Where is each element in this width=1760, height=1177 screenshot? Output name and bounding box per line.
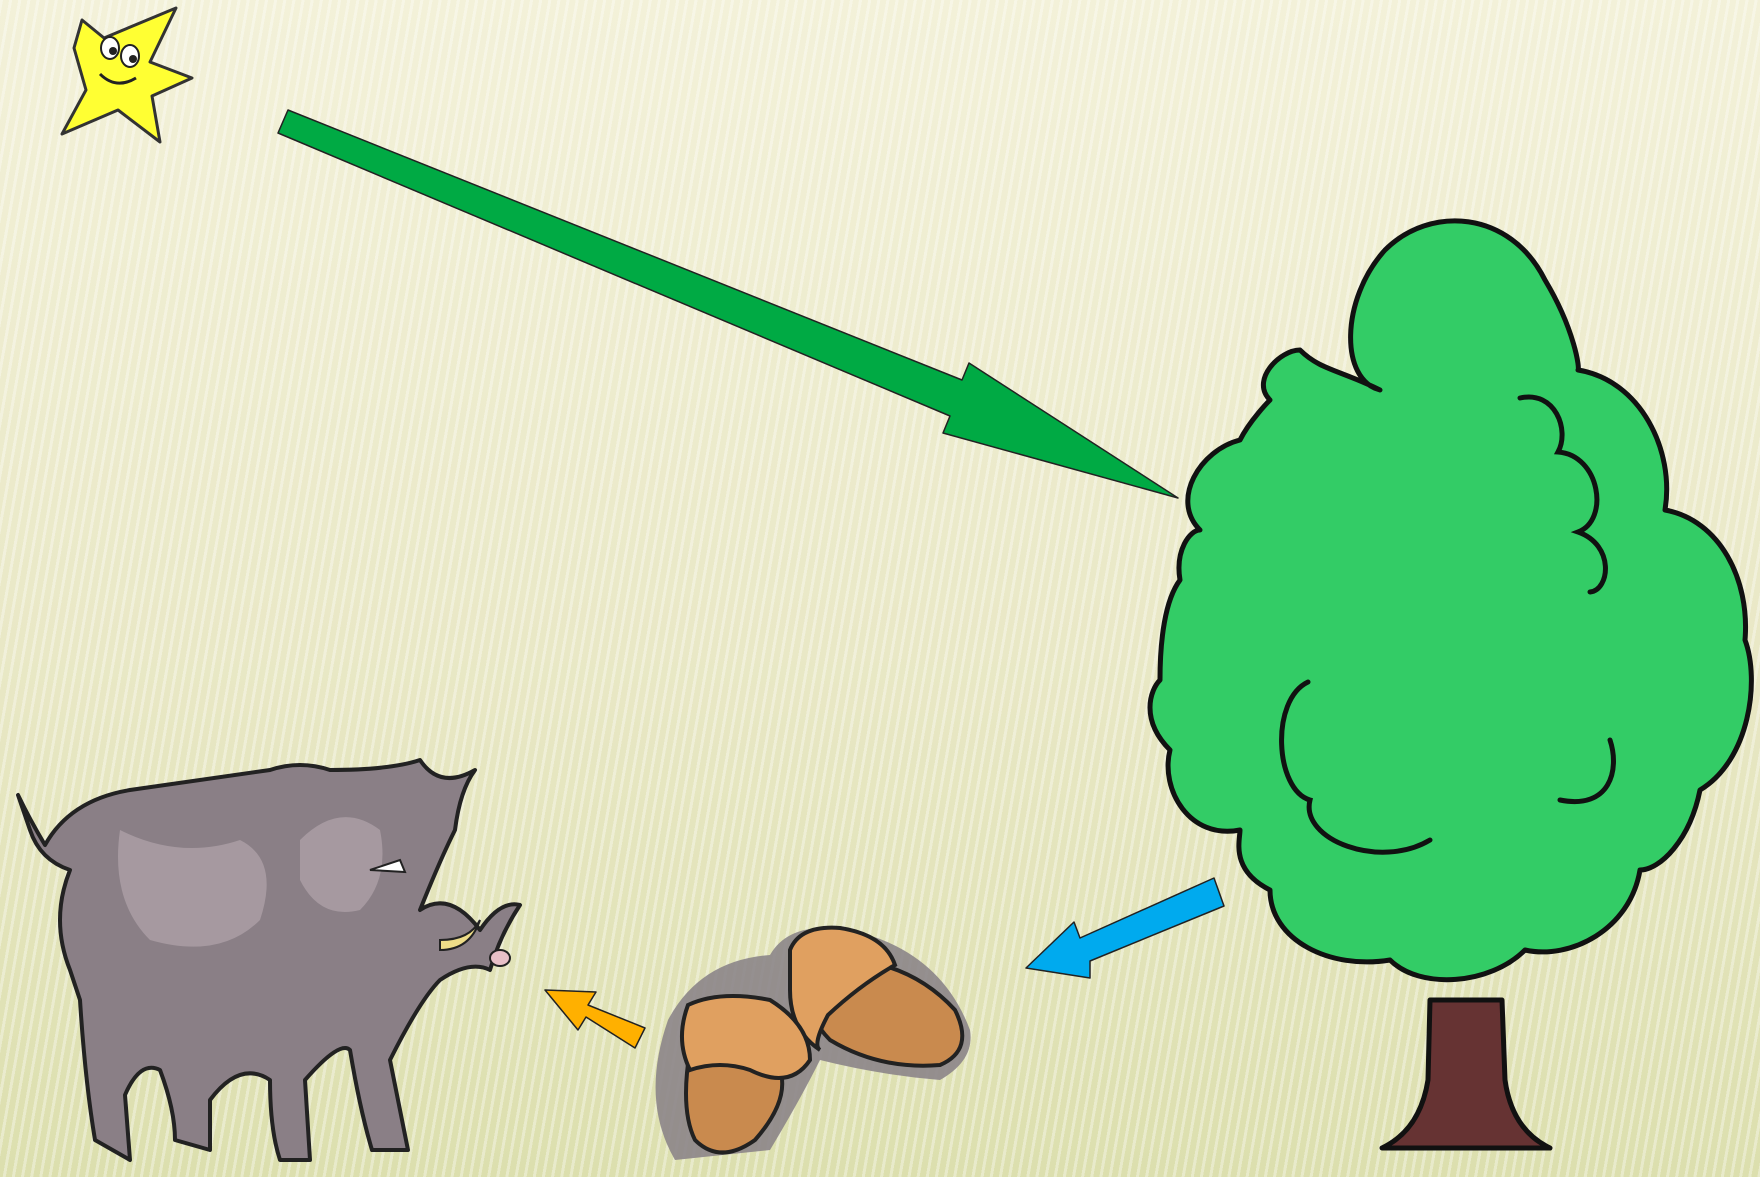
- tree-icon: [1147, 218, 1754, 1151]
- arrow-tree-to-acorns: [1025, 877, 1225, 979]
- acorn-right: [788, 925, 965, 1068]
- arrow-acorns-to-boar: [544, 989, 646, 1049]
- wild-boar-icon: [16, 758, 522, 1162]
- star-sun-icon: [60, 6, 194, 144]
- acorns-icon: [655, 925, 971, 1160]
- arrow-sun-to-tree: [277, 109, 1179, 499]
- acorn-left: [679, 994, 813, 1155]
